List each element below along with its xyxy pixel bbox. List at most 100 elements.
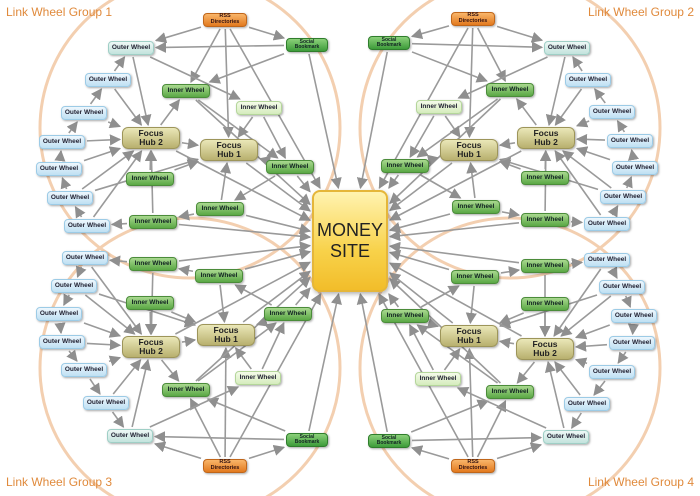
link-arrow: [54, 149, 66, 162]
inner-wheel-node: Inner Wheel: [129, 257, 177, 271]
outer-wheel-node: Outer Wheel: [599, 280, 645, 294]
outer-wheel-node: Outer Wheel: [47, 191, 93, 205]
link-arrow: [410, 445, 450, 460]
link-arrow: [178, 241, 312, 262]
link-arrow: [388, 241, 520, 264]
focus-hub-1-node: Focus Hub 1: [197, 324, 255, 346]
outer-wheel-node: Outer Wheel: [39, 335, 85, 349]
link-arrow: [60, 176, 72, 190]
link-arrow: [574, 357, 588, 369]
link-arrow: [113, 56, 126, 72]
link-arrow: [420, 285, 460, 308]
link-arrow: [571, 412, 582, 429]
outer-wheel-node: Outer Wheel: [36, 307, 82, 321]
link-arrow: [177, 265, 194, 277]
outer-wheel-node: Outer Wheel: [589, 365, 635, 379]
link-arrow: [466, 161, 478, 199]
link-arrow: [388, 249, 450, 271]
link-arrow: [237, 116, 254, 138]
outer-wheel-node: Outer Wheel: [61, 363, 107, 377]
outer-wheel-node: Outer Wheel: [607, 134, 653, 148]
link-arrow: [498, 159, 521, 171]
focus-hub-2-node: Focus Hub 2: [517, 127, 575, 149]
social-bookmark-node: Social Bookmark: [368, 36, 410, 50]
outer-wheel-node: Outer Wheel: [564, 397, 610, 411]
link-wheel-group-3-circle: [38, 216, 342, 496]
inner-wheel-node: Inner Wheel: [381, 159, 429, 173]
link-arrow: [219, 161, 232, 201]
outer-wheel-node: Outer Wheel: [62, 251, 108, 265]
link-arrow: [498, 312, 524, 325]
outer-wheel-node: Outer Wheel: [107, 429, 153, 443]
link-arrow: [575, 146, 611, 161]
link-arrow: [356, 292, 389, 433]
link-arrow: [410, 25, 450, 40]
inner-wheel-node: Inner Wheel: [129, 215, 177, 229]
outer-wheel-node: Outer Wheel: [565, 73, 611, 87]
inner-wheel-node: Inner Wheel: [264, 307, 312, 321]
link-arrow: [444, 115, 461, 138]
link-arrow: [89, 88, 103, 105]
link-arrow: [411, 41, 544, 53]
link-arrow: [617, 351, 629, 364]
link-arrow: [149, 56, 241, 100]
link-arrow: [457, 56, 548, 99]
link-arrow: [498, 337, 515, 349]
link-arrow: [174, 159, 200, 171]
link-arrow: [574, 324, 611, 340]
link-arrow: [389, 272, 454, 324]
link-arrow: [235, 347, 252, 370]
inner-wheel-node: Inner Wheel: [486, 83, 534, 97]
link-arrow: [388, 213, 451, 233]
link-arrow: [575, 133, 606, 146]
link-arrow: [627, 148, 640, 161]
focus-hub-1-node: Focus Hub 1: [200, 139, 258, 161]
link-arrow: [456, 387, 547, 429]
link-arrow: [171, 311, 197, 324]
link-arrow: [593, 380, 606, 396]
link-arrow: [545, 56, 566, 127]
link-arrow: [616, 120, 628, 133]
link-arrow: [81, 150, 135, 190]
link-arrow: [500, 266, 521, 278]
link-arrow: [296, 175, 311, 193]
link-arrow: [154, 41, 285, 54]
link-arrow: [86, 134, 122, 146]
inner-wheel-node: Inner Wheel: [235, 371, 281, 385]
link-arrow: [258, 155, 272, 167]
inner-wheel-node: Inner Wheel: [486, 385, 534, 399]
link-arrow: [66, 349, 78, 362]
link-arrow: [261, 321, 285, 370]
rss-directories-node: RSS Directories: [451, 12, 495, 26]
link-arrow: [409, 115, 435, 158]
social-bookmark-node: Social Bookmark: [286, 433, 328, 447]
inner-wheel-node: Inner Wheel: [162, 383, 210, 397]
link-arrow: [89, 378, 101, 395]
outer-wheel-node: Outer Wheel: [544, 41, 590, 55]
link-arrow: [496, 442, 543, 460]
link-arrow: [110, 218, 128, 230]
inner-wheel-node: Inner Wheel: [236, 101, 282, 115]
outer-wheel-node: Outer Wheel: [584, 253, 630, 267]
link-arrow: [570, 216, 584, 228]
link-arrow: [83, 322, 122, 338]
link-arrow: [111, 411, 125, 428]
group-4-title: Link Wheel Group 4: [587, 475, 694, 489]
link-arrow: [476, 27, 507, 82]
link-arrow: [220, 346, 232, 458]
link-arrow: [245, 162, 311, 212]
outer-wheel-node: Outer Wheel: [85, 73, 131, 87]
link-arrow: [560, 295, 612, 337]
rss-directories-node: RSS Directories: [203, 13, 247, 27]
link-arrow: [409, 324, 434, 371]
inner-wheel-node: Inner Wheel: [196, 202, 244, 216]
link-arrow: [607, 266, 618, 279]
link-arrow: [255, 315, 269, 327]
outer-wheel-node: Outer Wheel: [108, 41, 154, 55]
link-arrow: [245, 214, 312, 235]
inner-wheel-node: Inner Wheel: [126, 296, 174, 310]
outer-wheel-node: Outer Wheel: [543, 430, 589, 444]
link-arrow: [160, 359, 180, 382]
link-arrow: [63, 293, 74, 306]
inner-wheel-node: Inner Wheel: [162, 84, 210, 98]
